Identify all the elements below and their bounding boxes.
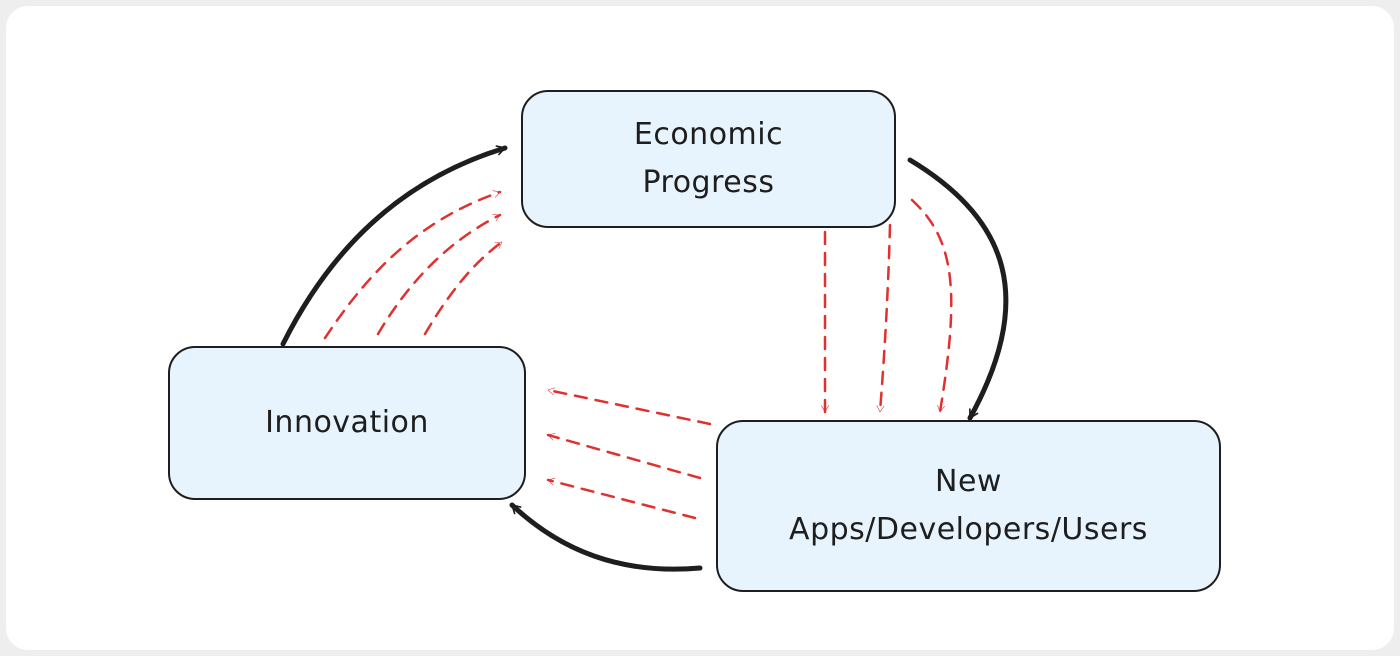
dashed-arrow-new-innovation-2	[546, 432, 702, 480]
dashed-arrow-new-innovation-3	[546, 477, 697, 520]
dashed-arrow-economic-new-3	[910, 198, 953, 414]
dashed-arrow-innovation-economic-1	[323, 190, 502, 340]
node-economic-progress[interactable]	[521, 90, 896, 228]
node-new-apps[interactable]	[716, 420, 1221, 592]
label-line: New	[935, 464, 1002, 499]
dashed-arrow-innovation-economic-3	[423, 240, 504, 336]
label-line: Progress	[642, 165, 775, 200]
dashed-arrow-economic-new-2	[876, 223, 892, 414]
dashed-arrow-new-innovation-1	[546, 387, 712, 426]
innovation-label: Innovation	[265, 405, 429, 440]
dashed-arrow-innovation-economic-2	[376, 213, 502, 336]
label-line: Apps/Developers/Users	[789, 512, 1148, 547]
node-innovation[interactable]	[168, 346, 526, 500]
arrow-new-to-innovation	[509, 502, 703, 572]
arrow-innovation-to-economic	[280, 145, 508, 347]
arrow-economic-to-new	[907, 157, 1009, 421]
label-line: Economic	[633, 117, 784, 152]
